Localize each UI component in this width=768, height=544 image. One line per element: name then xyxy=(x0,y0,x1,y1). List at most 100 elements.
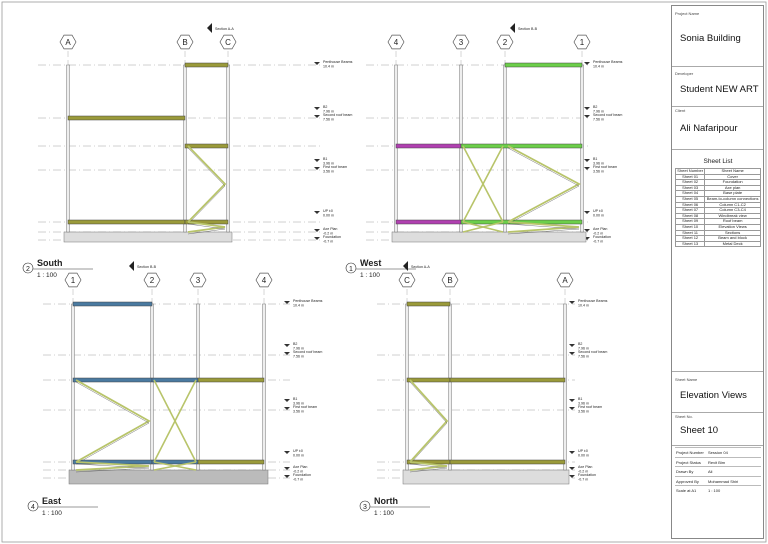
level-marker xyxy=(314,62,320,65)
level-elevation: 3.56 m xyxy=(323,170,334,174)
level-elevation: 3.96 m xyxy=(293,402,304,406)
project-name-section: Project Name Sonia Building xyxy=(672,6,763,67)
level-marker xyxy=(314,167,320,170)
section-label: Section A-A xyxy=(215,27,234,31)
beam xyxy=(67,115,186,121)
level-elevation: -0.7 m xyxy=(578,478,588,482)
level-name: B2 xyxy=(593,105,597,109)
stair-steps xyxy=(409,463,448,473)
sheet-number: Sheet 10 xyxy=(680,425,719,436)
grid-bubble-label: 3 xyxy=(459,38,464,47)
level-marker xyxy=(569,407,575,410)
level-elevation: -0.7 m xyxy=(323,240,333,244)
sheet-list-cell: Metal Deck xyxy=(704,240,761,248)
level-name: B2 xyxy=(293,342,297,346)
level-marker xyxy=(584,159,590,162)
level-elevation: 7.96 m xyxy=(293,347,304,351)
stair-flight xyxy=(409,379,449,463)
beam xyxy=(449,459,566,465)
grid-bubble-label: C xyxy=(225,38,231,47)
column xyxy=(66,64,70,233)
level-name: B2 xyxy=(323,105,327,109)
grid-bubble-label: 2 xyxy=(503,38,508,47)
level-elevation: 7.96 m xyxy=(578,347,589,351)
level-name: Foundation xyxy=(578,473,596,477)
beam xyxy=(197,377,265,383)
grid-bubble-label: 4 xyxy=(262,276,267,285)
column xyxy=(226,64,230,233)
level-marker xyxy=(314,159,320,162)
developer-name: Student NEW ART xyxy=(680,84,759,95)
title-block: Project Name Sonia Building Developer St… xyxy=(671,5,764,539)
meta-value: 1 : 100 xyxy=(708,488,721,493)
beam xyxy=(184,143,229,149)
column xyxy=(580,64,584,233)
section-arrow xyxy=(403,261,408,271)
view-number-circle xyxy=(359,500,371,512)
level-name: Second roof beam xyxy=(578,350,607,354)
level-name: First roof beam xyxy=(323,165,347,169)
grid-bubble-label: 3 xyxy=(196,276,201,285)
beam xyxy=(406,377,451,383)
grid-bubble xyxy=(59,34,77,50)
view-name: West xyxy=(360,258,381,268)
level-marker xyxy=(314,229,320,232)
view-number: 4 xyxy=(31,504,35,511)
level-elevation: 3.56 m xyxy=(578,410,589,414)
level-name: Foundation xyxy=(593,235,611,239)
sheet-list-cell: Beam-to-column connections xyxy=(704,196,761,203)
level-name: B1 xyxy=(593,157,597,161)
beam xyxy=(184,62,229,68)
level-name: Penthouse Beams xyxy=(323,60,353,64)
grid-bubble-label: B xyxy=(182,38,187,47)
stair-flight xyxy=(409,461,448,471)
stair-steps xyxy=(187,223,226,235)
stair-steps xyxy=(507,223,580,235)
level-marker xyxy=(569,475,575,478)
grid-bubble xyxy=(441,272,459,288)
level-marker xyxy=(584,62,590,65)
level-elevation: 0.00 m xyxy=(323,214,334,218)
meta-key: Project Number xyxy=(676,450,704,455)
level-name: UP ±0 xyxy=(293,449,303,453)
level-name: Axe Plan xyxy=(293,465,307,469)
level-name: UP ±0 xyxy=(593,209,603,213)
column xyxy=(262,303,266,471)
sheet-number-section: Sheet No. Sheet 10 xyxy=(672,411,763,446)
grid-bubble xyxy=(496,34,514,50)
project-name: Sonia Building xyxy=(680,33,741,44)
foundation-slab xyxy=(391,231,587,243)
section-label: Section B-B xyxy=(518,27,538,31)
level-elevation: 10.4 m xyxy=(578,304,589,308)
level-elevation: 7.56 m xyxy=(578,355,589,359)
view-scale: 1 : 100 xyxy=(360,272,380,279)
level-name: B1 xyxy=(578,397,582,401)
level-elevation: -0.7 m xyxy=(293,478,303,482)
grid-bubble-label: B xyxy=(447,276,452,285)
level-elevation: 7.56 m xyxy=(593,118,604,122)
grid-bubble-label: 2 xyxy=(150,276,155,285)
level-marker xyxy=(584,115,590,118)
meta-key: Drawn By xyxy=(676,469,694,474)
grid-bubble xyxy=(255,272,273,288)
level-elevation: -0.2 m xyxy=(578,470,588,474)
level-elevation: 7.96 m xyxy=(323,110,334,114)
foundation-slab xyxy=(63,231,233,243)
stair-steps xyxy=(187,147,226,225)
grid-bubble xyxy=(219,34,237,50)
grid-bubble-label: 4 xyxy=(394,38,399,47)
brace xyxy=(153,461,197,471)
level-name: B1 xyxy=(293,397,297,401)
view-number-circle xyxy=(22,262,34,274)
sheet-list-cell: Sheet 13 xyxy=(674,240,706,248)
brace xyxy=(462,221,504,233)
level-marker xyxy=(284,301,290,304)
